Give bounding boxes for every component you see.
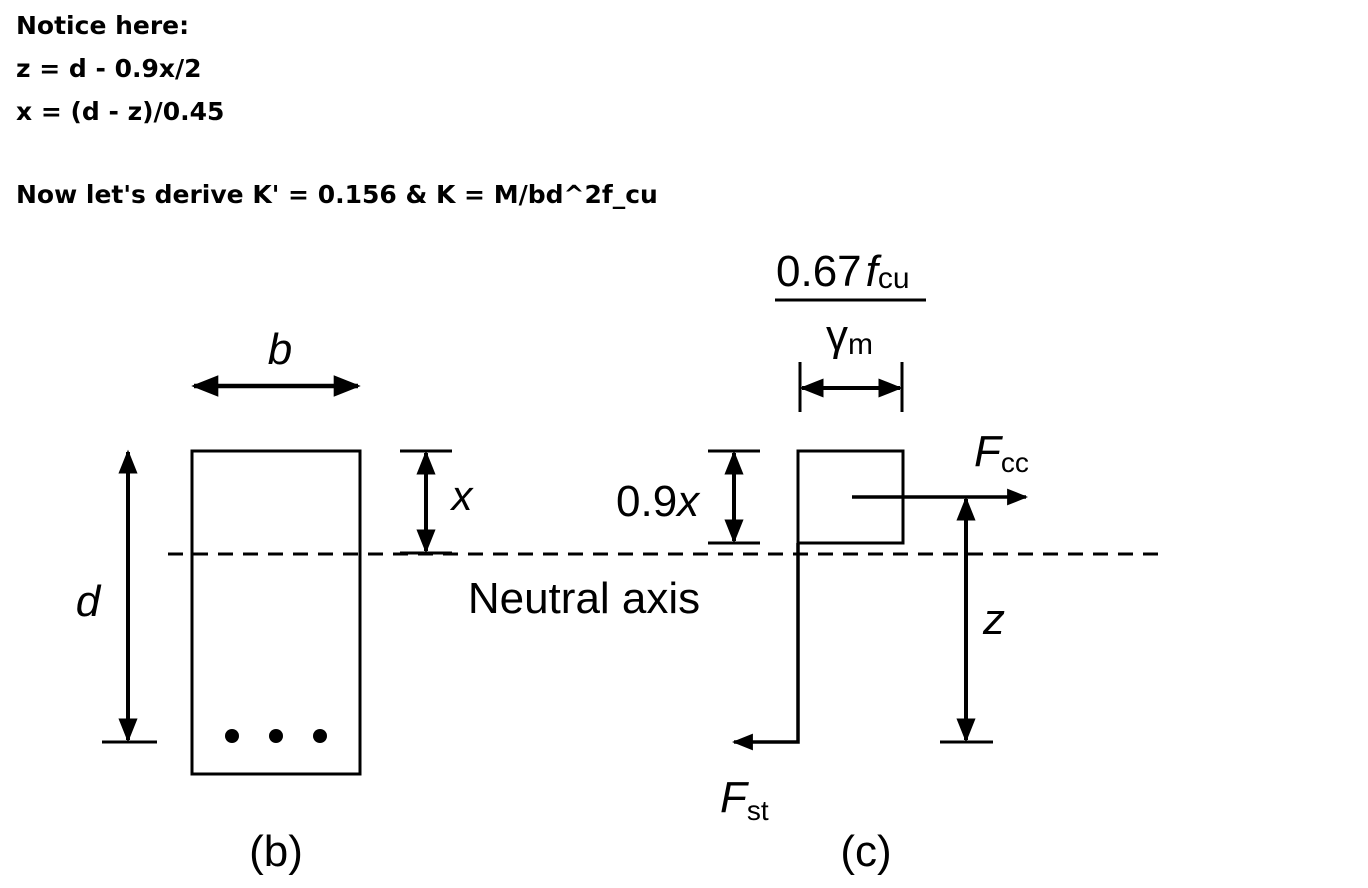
- stress-fraction-numerator: 0.67fcu: [776, 247, 910, 296]
- rebar-dot: [313, 729, 327, 743]
- equation-z: z = d - 0.9x/2: [16, 54, 202, 83]
- na-depth-label: x: [450, 472, 475, 519]
- lever-arm-label: z: [982, 595, 1005, 644]
- caption-b: (b): [249, 827, 303, 876]
- fcc-label: Fcc: [974, 427, 1029, 478]
- derive-statement: Now let's derive K' = 0.156 & K = M/bd^2…: [16, 180, 658, 209]
- width-label: b: [268, 325, 292, 374]
- equation-x: x = (d - z)/0.45: [16, 97, 225, 126]
- notes-block: Notice here: z = d - 0.9x/2 x = (d - z)/…: [16, 4, 658, 216]
- block-depth-label: 0.9x: [616, 477, 701, 526]
- rebar-dot: [269, 729, 283, 743]
- beam-cross-section: [190, 449, 362, 776]
- depth-label: d: [76, 577, 102, 626]
- fst-label: Fst: [720, 773, 769, 826]
- neutral-axis-label: Neutral axis: [468, 574, 700, 623]
- rebar-dot: [225, 729, 239, 743]
- stress-fraction-denominator: γm: [826, 311, 873, 361]
- fst-force-arrow: [731, 543, 800, 751]
- notes-heading: Notice here:: [16, 11, 190, 40]
- caption-c: (c): [840, 827, 891, 876]
